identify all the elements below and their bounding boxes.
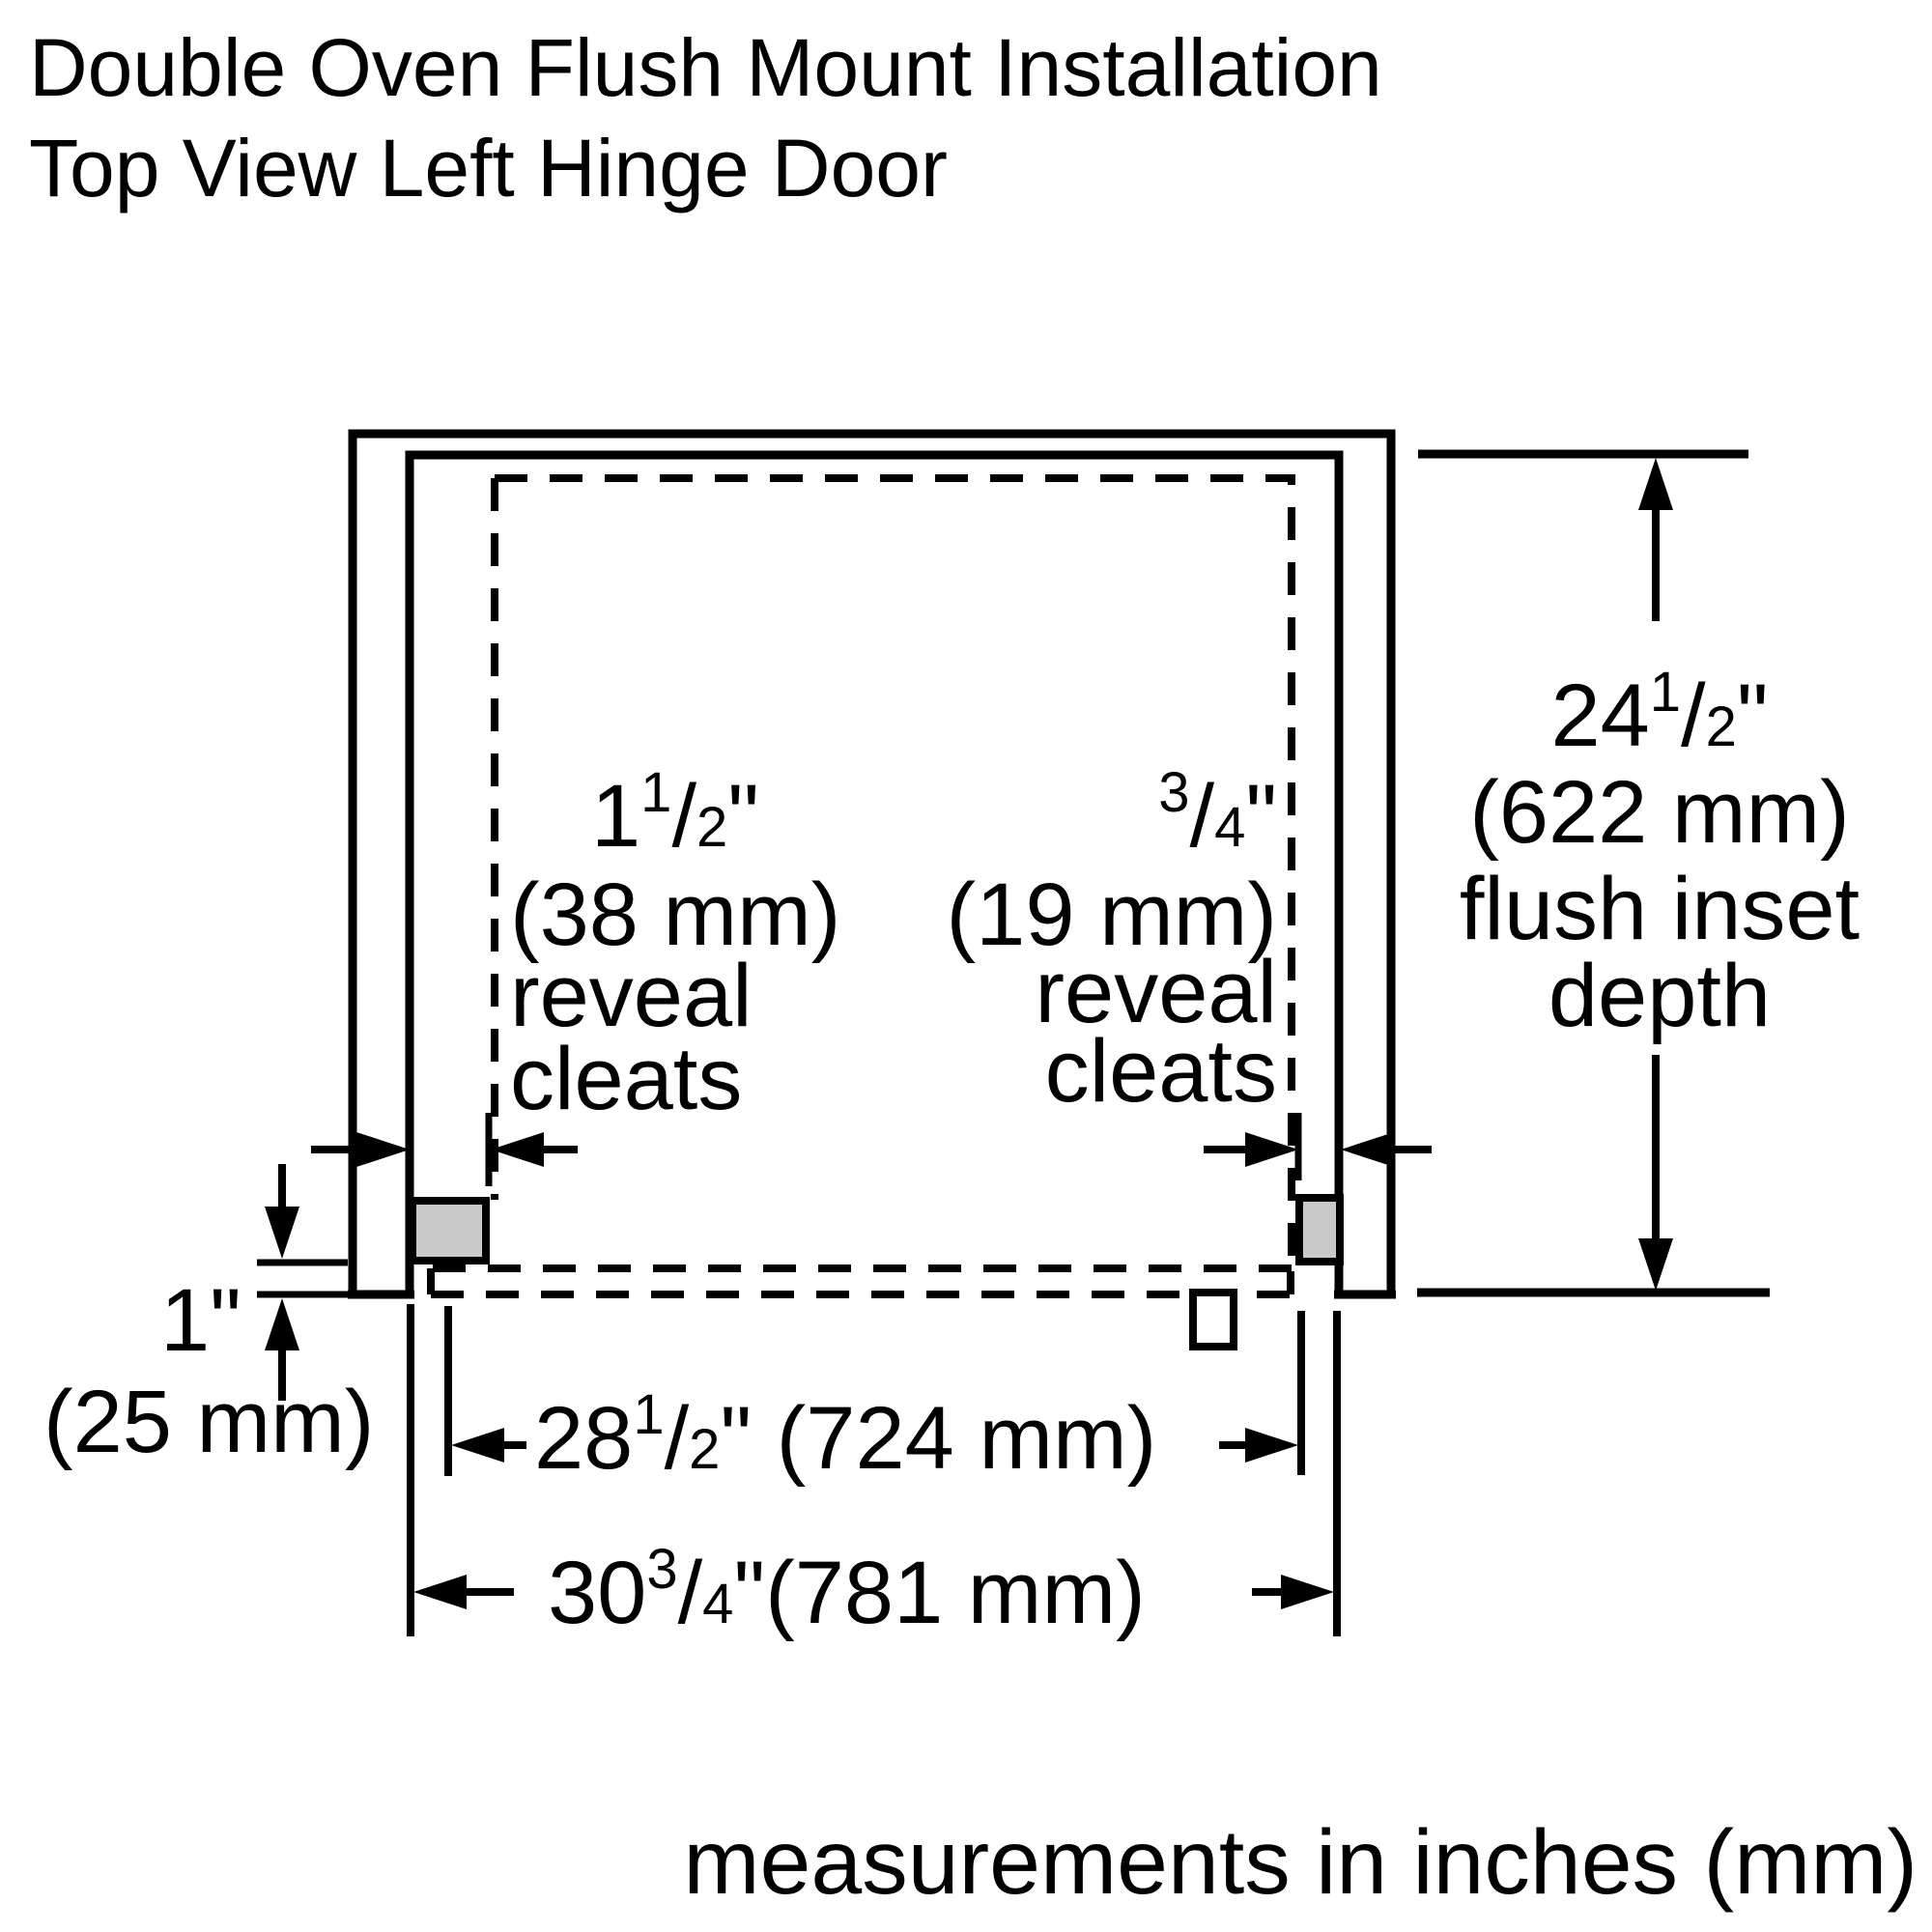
inner-width-dimension: 281/2" (724 mm) xyxy=(444,1306,1305,1488)
arrow-right-icon xyxy=(1245,1428,1298,1463)
diagram-title-line1: Double Oven Flush Mount Installation xyxy=(29,22,1382,113)
arrow-left-icon xyxy=(1341,1132,1394,1167)
arrow-left-icon xyxy=(413,1575,467,1609)
right-cleat-value: 3/4" xyxy=(1158,761,1277,866)
left-reveal-cleat-dimension: 11/2" (38 mm) reveal cleats xyxy=(311,761,840,1186)
arrow-down-icon xyxy=(1638,1238,1673,1291)
flush-depth-metric: (622 mm) xyxy=(1469,763,1850,862)
arrow-down-icon xyxy=(265,1207,299,1259)
arrow-left-icon xyxy=(491,1132,544,1167)
left-cleat-description-line2: cleats xyxy=(510,1030,742,1128)
left-cleat-metric: (38 mm) xyxy=(510,866,840,964)
outer-width-dimension: 303/4"(781 mm) xyxy=(407,1304,1341,1642)
right-cleat-description-line2: cleats xyxy=(1045,1022,1277,1121)
door-handle-block xyxy=(1189,1289,1237,1350)
protrusion-value: 1" xyxy=(160,1271,242,1370)
flush-depth-description-line2: depth xyxy=(1548,947,1771,1045)
protrusion-metric: (25 mm) xyxy=(43,1373,374,1471)
diagram-title-line2: Top View Left Hinge Door xyxy=(29,123,948,213)
right-reveal-cleat-block xyxy=(1295,1194,1344,1265)
left-reveal-cleat-block xyxy=(409,1197,490,1264)
units-caption: measurements in inches (mm) xyxy=(683,1811,1918,1914)
arrow-left-icon xyxy=(451,1428,504,1463)
flush-depth-value: 241/2" xyxy=(1550,661,1768,765)
arrow-up-icon xyxy=(265,1298,299,1350)
arrow-up-icon xyxy=(1638,458,1673,510)
cabinet-cutout xyxy=(348,429,1396,1299)
cabinet-inner-outline xyxy=(405,450,1344,1298)
oven-top-right-dashed-edge xyxy=(495,474,1295,1271)
right-cleat-description-line1: reveal xyxy=(1035,943,1277,1041)
arrow-right-icon xyxy=(1281,1575,1334,1609)
arrow-right-icon xyxy=(356,1132,410,1167)
cabinet-outer-outline xyxy=(348,429,1396,1298)
flush-inset-depth-dimension: 241/2" (622 mm) flush inset depth xyxy=(1417,449,1860,1297)
right-reveal-cleat-dimension: 3/4" (19 mm) reveal cleats xyxy=(947,761,1432,1180)
flush-depth-description-line1: flush inset xyxy=(1460,860,1860,958)
right-cleat-metric: (19 mm) xyxy=(947,866,1277,964)
inner-width-value: 281/2" (724 mm) xyxy=(534,1383,1156,1488)
arrow-right-icon xyxy=(1245,1132,1298,1167)
left-cleat-description-line1: reveal xyxy=(510,947,753,1045)
left-cleat-value: 11/2" xyxy=(591,761,759,866)
door-protrusion-dimension: 1" (25 mm) xyxy=(43,1164,374,1471)
outer-width-value: 303/4"(781 mm) xyxy=(548,1538,1146,1642)
oven-dashed-outline xyxy=(427,474,1295,1298)
